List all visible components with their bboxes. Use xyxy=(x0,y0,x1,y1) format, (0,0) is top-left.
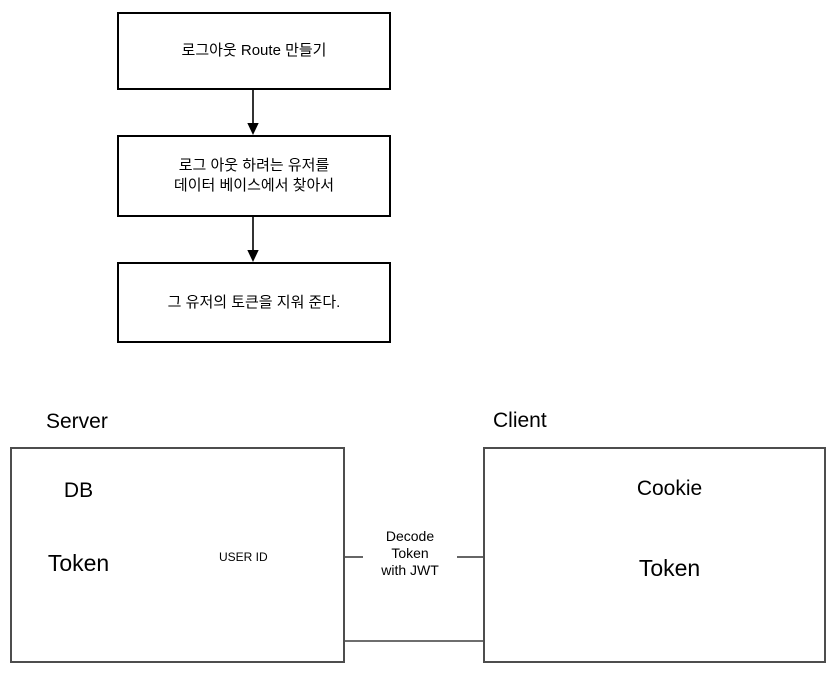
decode-token-label: Decode Token with JWT xyxy=(363,526,457,581)
decode-label-line2: Token xyxy=(391,545,429,561)
arrow-down-icon xyxy=(247,123,259,135)
server-token-label: Token xyxy=(47,550,110,576)
decode-label-line1: Decode xyxy=(385,528,435,544)
client-title: Client xyxy=(493,409,547,432)
flow-step-label-line1: 로그 아웃 하려는 유저를 xyxy=(178,157,330,174)
flow-step-delete-token: 그 유저의 토큰을 지워 준다. xyxy=(117,262,391,343)
flow-step-logout-route: 로그아웃 Route 만들기 xyxy=(117,12,391,90)
user-id-label: USER ID xyxy=(219,550,268,564)
flow-step-label: 그 유저의 토큰을 지워 준다. xyxy=(167,293,341,311)
arrow-down-icon xyxy=(247,250,259,262)
client-box xyxy=(483,447,826,663)
decode-label-line3: with JWT xyxy=(381,562,439,578)
db-label: DB xyxy=(63,479,94,502)
cookie-label: Cookie xyxy=(636,477,703,500)
flow-step-find-user: 로그 아웃 하려는 유저를 데이터 베이스에서 찾아서 xyxy=(117,135,391,217)
flow-step-label-line2: 데이터 베이스에서 찾아서 xyxy=(173,177,335,194)
server-box xyxy=(10,447,345,663)
server-title: Server xyxy=(46,410,108,433)
flow-step-label: 로그아웃 Route 만들기 xyxy=(181,42,327,59)
client-token-label: Token xyxy=(638,555,701,581)
